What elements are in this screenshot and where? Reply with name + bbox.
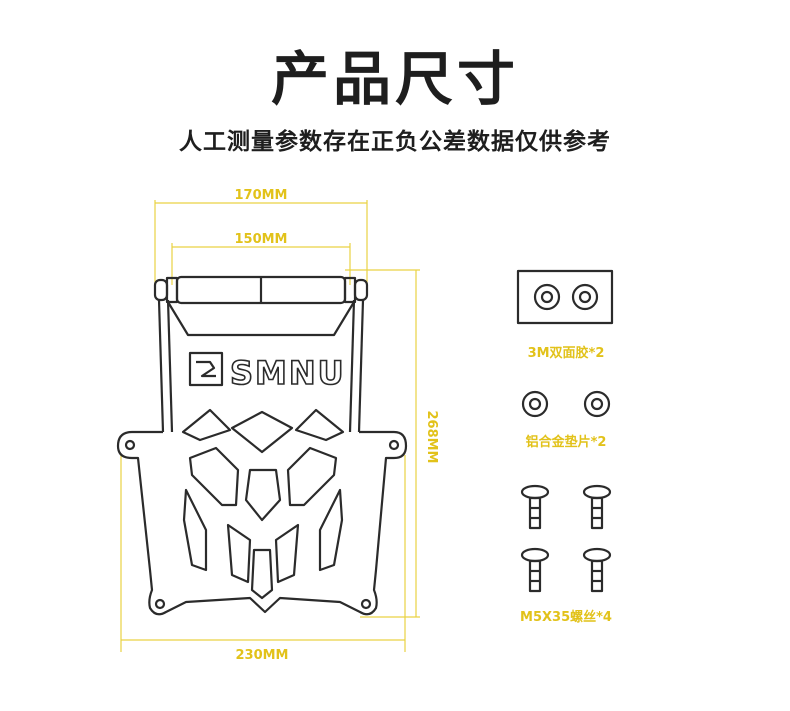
accessory-label: 3M双面胶*2 [528,345,605,361]
accessory-label: 铝合金垫片*2 [526,434,607,450]
accessory-screws: M5X35螺丝*4 [520,484,612,625]
accessory-label: M5X35螺丝*4 [520,609,612,625]
dimension-label-150: 150MM [234,232,287,247]
screw-icon [582,484,612,530]
handlebar-bar [153,275,369,305]
dimension-170mm: 170MM [154,188,368,290]
screw-icon [582,547,612,593]
page-title: 产品尺寸 [270,45,519,113]
dimension-label-268: 268MM [424,410,439,463]
screw-icon [520,484,550,530]
dimension-label-170: 170MM [234,188,287,203]
accessory-washers: 铝合金垫片*2 [521,390,611,450]
brand-logo: SMNU [188,351,346,393]
brand-logo-text: SMNU [230,354,346,392]
dimension-label-230: 230MM [235,648,288,663]
license-plate-mount [116,299,408,616]
dimension-268mm: 268MM [345,269,439,618]
brand-logo-icon [188,351,224,387]
dimension-230mm: 230MM [120,455,406,663]
screw-icon [520,547,550,593]
accessory-3m-tape: 3M双面胶*2 [516,269,614,361]
page-subtitle: 人工测量参数存在正负公差数据仅供参考 [179,129,611,155]
